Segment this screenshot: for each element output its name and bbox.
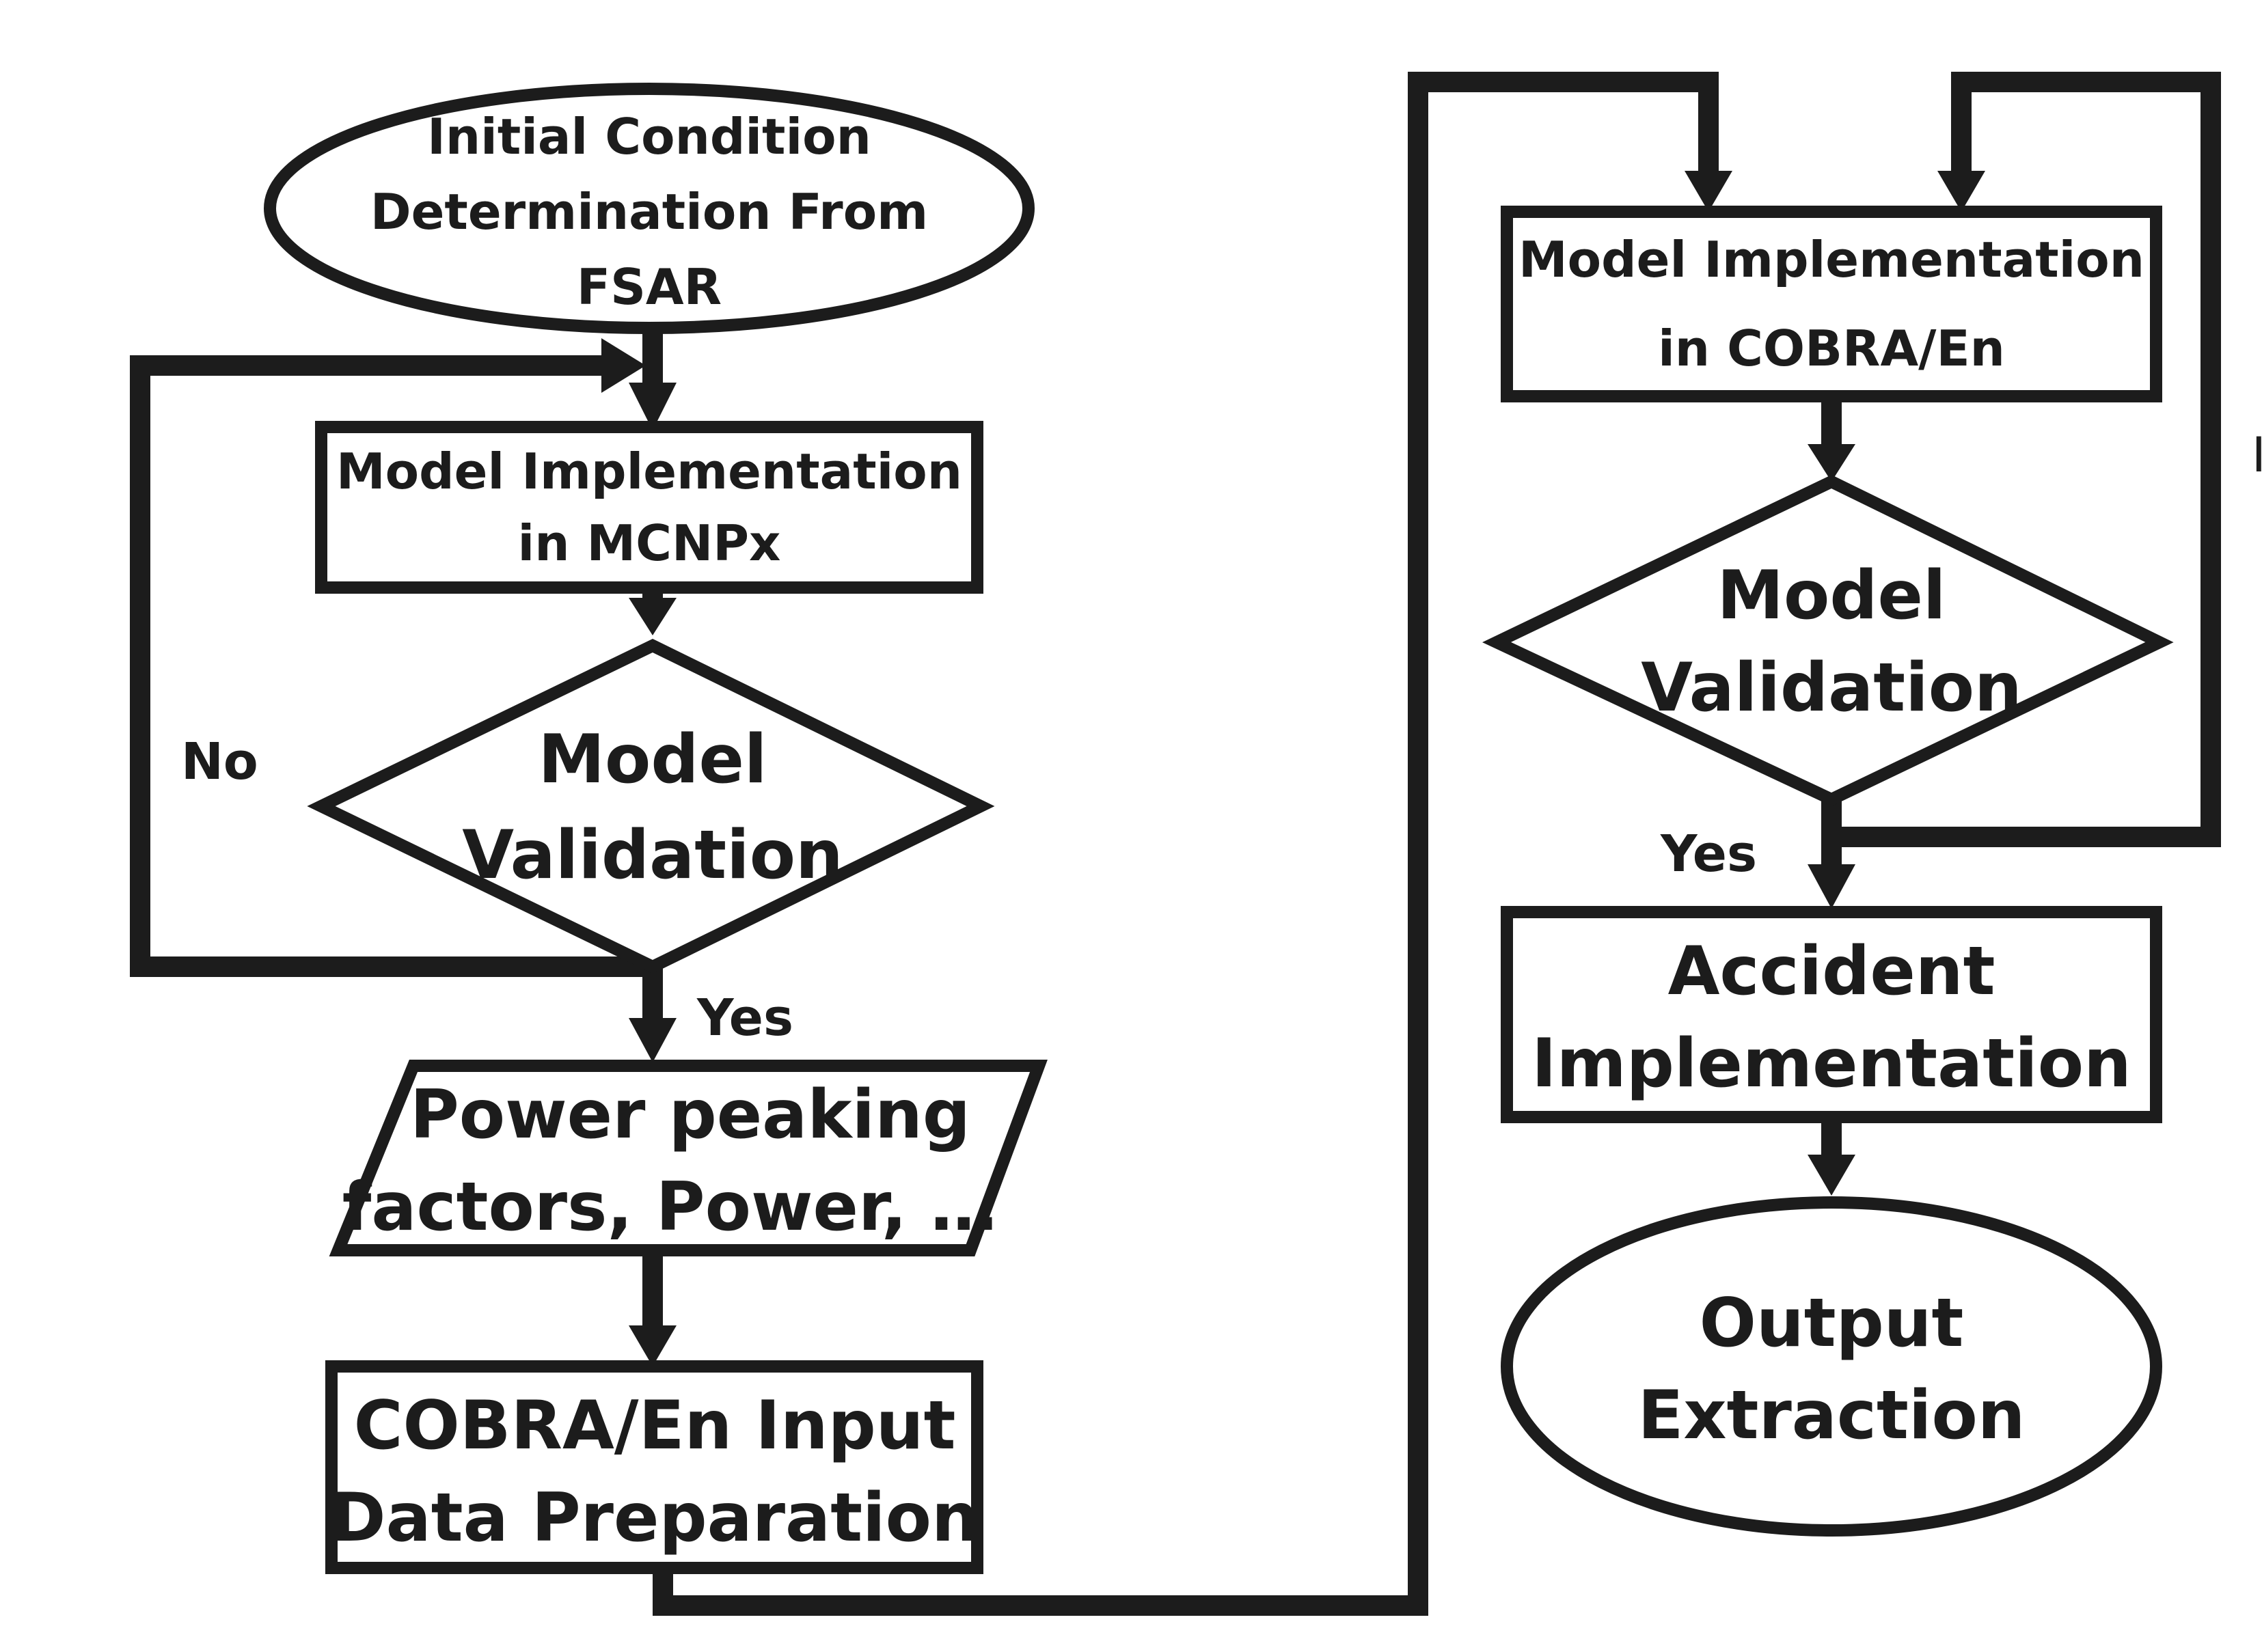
- edge-no-loop: [130, 355, 653, 977]
- edge-label-no: No: [181, 732, 258, 791]
- node-text-line: Accident: [1668, 933, 1995, 1010]
- node-text-line: Implementation: [1531, 1025, 2131, 1103]
- arrowhead-yes-to-power: [629, 1018, 677, 1062]
- rectangle-shape: [325, 1360, 983, 1574]
- rectangle-shape: [315, 421, 983, 594]
- node-initial-condition: Initial Condition Determination From FSA…: [264, 83, 1035, 334]
- ellipse-shape: [1501, 1196, 2162, 1537]
- arrowhead-cobra-model-to-validation: [1808, 444, 1855, 482]
- arrowhead-no-loop: [601, 338, 646, 393]
- diamond-shape: [1482, 474, 2174, 806]
- node-text-line: Output: [1700, 1284, 1964, 1362]
- node-text-line: Validation: [1641, 649, 2022, 727]
- arrowhead-power-to-cobra-input: [629, 1325, 677, 1366]
- edge-right-loop: [1831, 72, 2221, 847]
- node-text-line: Model Implementation: [1518, 231, 2144, 288]
- edge-label-yes-left: Yes: [696, 989, 793, 1047]
- arrowhead-mcnpx-to-validation: [629, 598, 677, 635]
- node-text-line: Model Implementation: [336, 443, 962, 500]
- node-text-line: Model: [1717, 557, 1946, 635]
- node-text-line: Initial Condition: [427, 108, 871, 165]
- node-cobra-model: Model Implementation in COBRA/En: [1501, 206, 2162, 402]
- arrowhead-right-loop: [1937, 171, 1985, 212]
- node-text-line: Model: [538, 721, 767, 799]
- node-text-line: Data Preparation: [330, 1479, 979, 1557]
- node-text-line: Power peaking: [410, 1076, 970, 1154]
- ellipse-shape: [264, 83, 1035, 334]
- rectangle-shape: [1501, 206, 2162, 402]
- node-text-line: Determination From: [370, 183, 928, 240]
- node-text-line: COBRA/En Input: [354, 1387, 956, 1465]
- node-accident: Accident Implementation: [1501, 906, 2162, 1123]
- arrowhead-cobra-input-to-cobra-model: [1685, 171, 1732, 212]
- node-text-line: in MCNPx: [518, 514, 781, 572]
- node-text-line: factors, Power, …: [342, 1168, 997, 1246]
- node-cobra-input: COBRA/En Input Data Preparation: [325, 1360, 983, 1574]
- node-text-line: Extraction: [1637, 1377, 2025, 1455]
- diamond-shape: [307, 638, 995, 974]
- node-mcnpx-model: Model Implementation in MCNPx: [315, 421, 983, 594]
- edge-cobra-input-to-cobra-model: [653, 72, 1719, 1616]
- node-validation-left: Model Validation: [307, 638, 995, 974]
- node-output: Output Extraction: [1501, 1196, 2162, 1537]
- connectors: [130, 72, 2221, 1616]
- node-power-factors: Power peaking factors, Power, …: [329, 1060, 1048, 1256]
- edge-label-yes-right: Yes: [1660, 825, 1757, 883]
- edge-mark: I: [2252, 427, 2262, 483]
- node-validation-right: Model Validation: [1482, 474, 2174, 806]
- node-text-line: in COBRA/En: [1658, 320, 2005, 377]
- node-text-line: Validation: [462, 816, 843, 894]
- rectangle-shape: [1501, 906, 2162, 1123]
- arrowhead-accident-to-output: [1808, 1155, 1855, 1196]
- arrowhead-initial-to-mcnpx: [629, 383, 677, 430]
- arrowhead-yes-to-accident: [1808, 864, 1855, 909]
- parallelogram-shape: [329, 1060, 1048, 1256]
- node-text-line: FSAR: [577, 258, 722, 316]
